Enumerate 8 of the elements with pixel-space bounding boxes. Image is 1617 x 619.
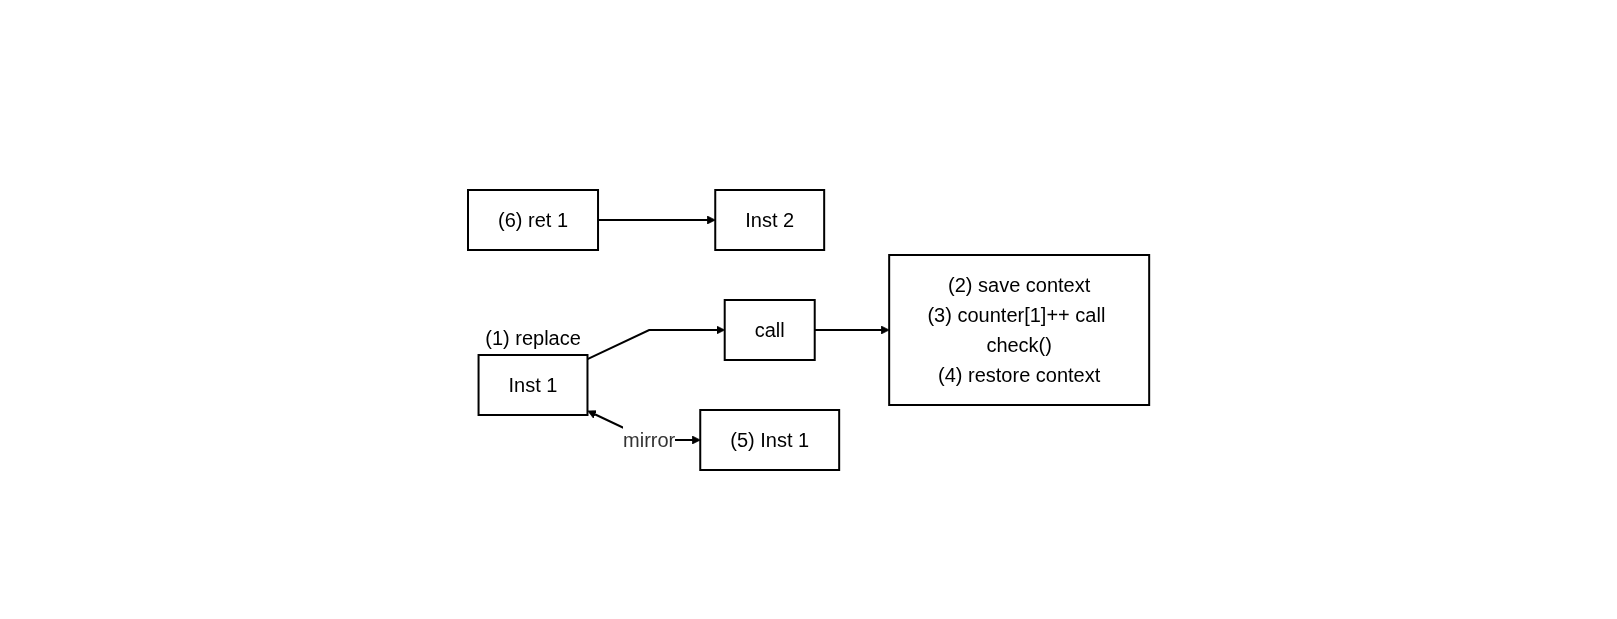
node-box: (2) save context (3) counter[1]++ call check() (4) restore context <box>888 253 1151 406</box>
node-box: Inst 2 <box>714 188 826 251</box>
node-box: call <box>723 298 816 361</box>
step-label: (1) replace <box>485 326 581 349</box>
node-box: (5) Inst 1 <box>699 408 841 471</box>
node-box: Inst 1 <box>477 353 589 416</box>
edge-label: mirror <box>622 428 676 451</box>
node-box: (6) ret 1 <box>466 188 599 251</box>
